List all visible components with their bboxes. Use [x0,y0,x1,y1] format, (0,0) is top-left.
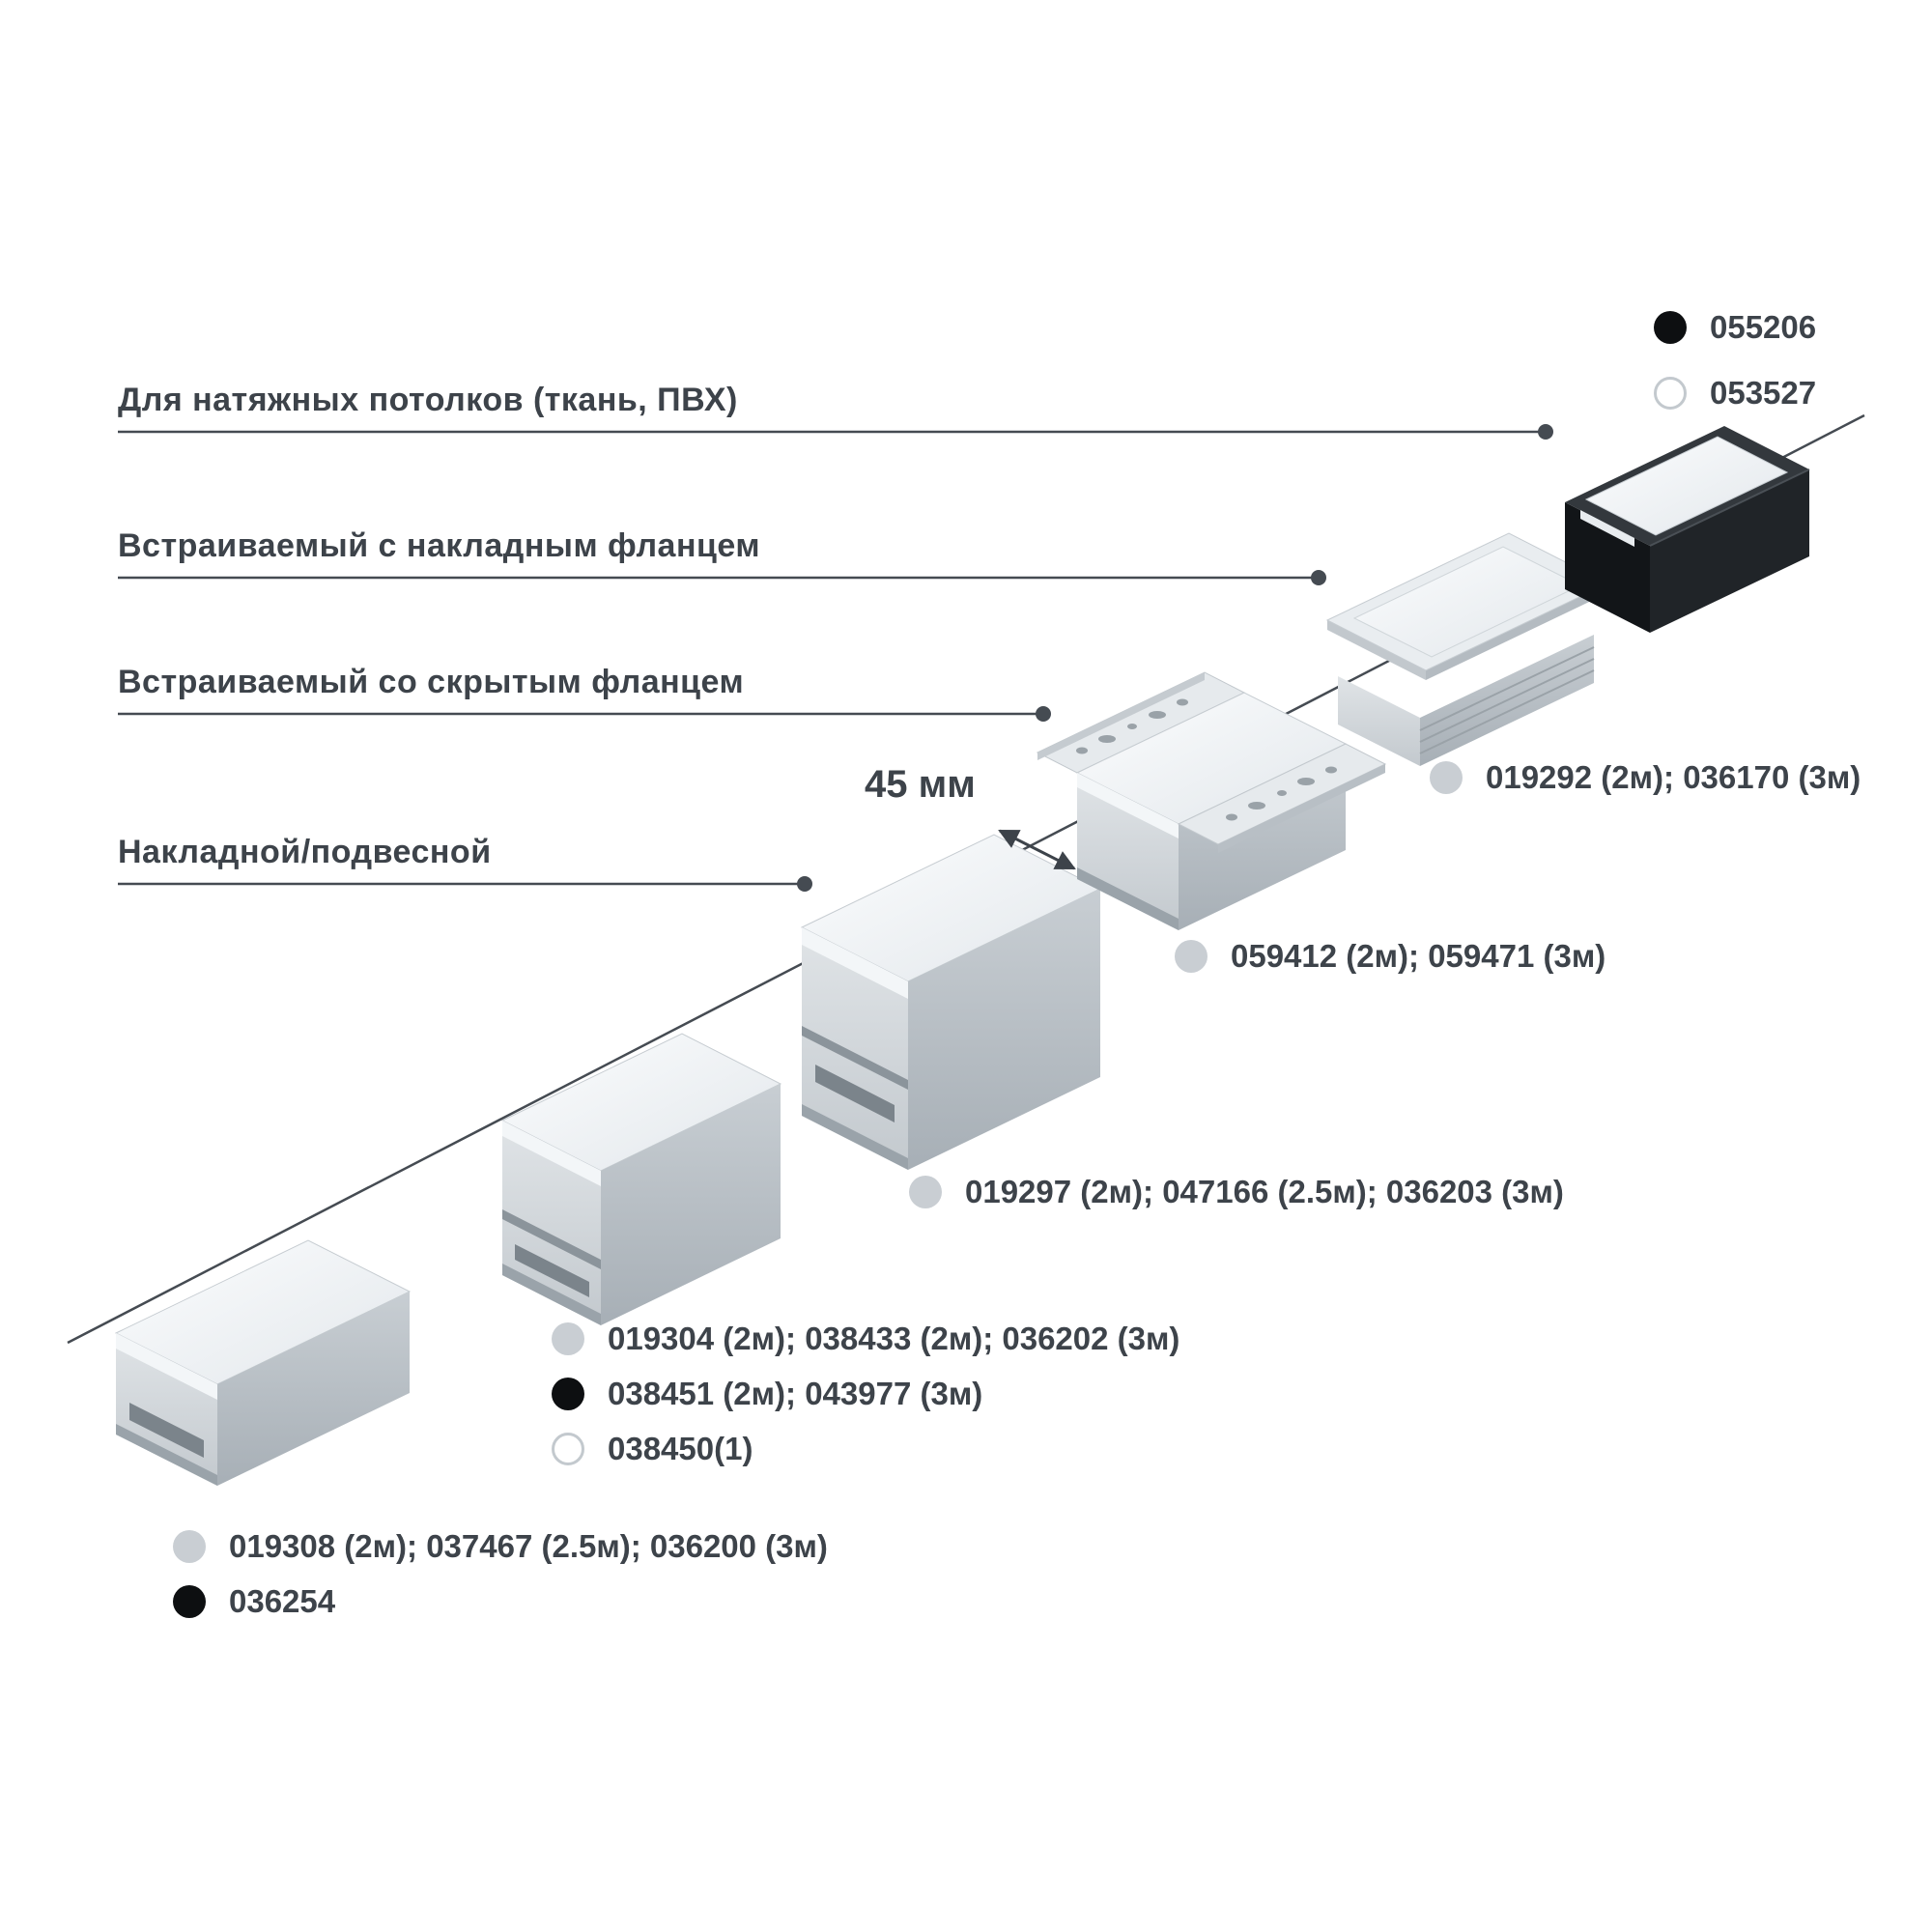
surface-profile-large [800,834,1102,1170]
color-dot-black [552,1378,584,1410]
code-text: 059412 (2м); 059471 (3м) [1231,938,1606,974]
surface-profile-low [114,1239,412,1486]
callout-line-surface-flange [118,570,1326,585]
callout-line-stretch-ceiling [118,424,1553,440]
code-text: 019308 (2м); 037467 (2.5м); 036200 (3м) [229,1528,828,1564]
color-dot-white [1654,377,1687,410]
code-text: 019297 (2м); 047166 (2.5м); 036203 (3м) [965,1174,1564,1209]
category-label-surface-flange: Встраиваемый с накладным фланцем [118,527,761,564]
code-row: 019304 (2м); 038433 (2м); 036202 (3м) [552,1321,1179,1357]
color-dot-gray [552,1322,584,1355]
callout-line-surface-mount [118,876,812,892]
code-text: 038451 (2м); 043977 (3м) [608,1376,983,1411]
code-text: 038450(1) [608,1431,753,1466]
code-row: 019292 (2м); 036170 (3м) [1430,759,1861,796]
code-text: 036254 [229,1583,336,1619]
code-row: 036254 [173,1583,335,1620]
callout-line-hidden-flange [118,706,1051,722]
color-dot-gray [909,1176,942,1208]
color-dot-white [552,1433,584,1465]
color-dot-black [1654,311,1687,344]
color-dot-gray [1430,761,1463,794]
code-row: 038450(1) [552,1431,753,1467]
recessed-profile-hidden-flange [1036,671,1387,930]
color-dot-gray [1175,940,1208,973]
code-text: 019304 (2м); 038433 (2м); 036202 (3м) [608,1321,1180,1356]
dimension-label-45mm: 45 мм [865,763,976,806]
code-row: 055206 [1654,309,1816,346]
category-label-hidden-flange: Встраиваемый со скрытым фланцем [118,664,745,700]
code-text: 053527 [1710,375,1817,411]
dimension-arrow-45mm [998,829,1076,870]
stretch-ceiling-profile-black [1565,426,1810,633]
code-row: 038451 (2м); 043977 (3м) [552,1376,982,1412]
code-text: 055206 [1710,309,1817,345]
color-dot-gray [173,1530,206,1563]
code-row: 059412 (2м); 059471 (3м) [1175,938,1605,975]
category-label-surface-mount: Накладной/подвесной [118,834,492,870]
code-row: 019308 (2м); 037467 (2.5м); 036200 (3м) [173,1528,828,1565]
code-row: 019297 (2м); 047166 (2.5м); 036203 (3м) [909,1174,1564,1210]
recessed-profile-surface-flange [1325,532,1609,766]
surface-profile-medium [500,1033,782,1325]
code-text: 019292 (2м); 036170 (3м) [1486,759,1861,795]
code-row: 053527 [1654,375,1816,412]
color-dot-black [173,1585,206,1618]
category-label-stretch-ceiling: Для натяжных потолков (ткань, ПВХ) [118,382,738,418]
